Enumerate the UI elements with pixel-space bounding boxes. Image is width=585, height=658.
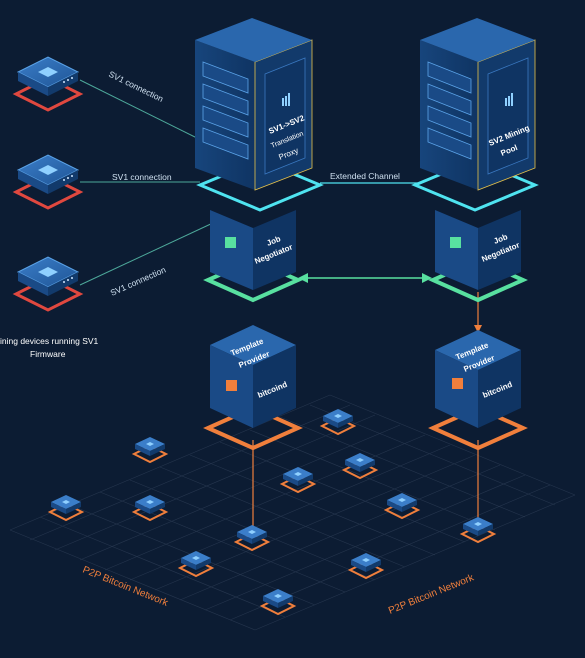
network-node bbox=[177, 551, 215, 578]
job-negotiator-proxy[interactable] bbox=[203, 210, 303, 303]
sv1-connection-label-top: SV1 connection bbox=[107, 69, 165, 104]
network-node bbox=[347, 553, 385, 580]
network-node bbox=[259, 589, 297, 616]
network-node bbox=[131, 495, 169, 522]
network-node bbox=[131, 437, 169, 464]
mining-device-bottom[interactable] bbox=[12, 256, 84, 312]
mining-device-top[interactable] bbox=[12, 56, 84, 112]
extended-channel-label: Extended Channel bbox=[330, 171, 400, 181]
template-provider-proxy[interactable] bbox=[203, 325, 303, 451]
sv1-connection-label-middle: SV1 connection bbox=[112, 172, 172, 182]
arrow-left-head bbox=[298, 273, 308, 283]
p2p-network-label-left: P2P Bitcoin Network bbox=[81, 565, 170, 610]
mining-devices-caption-line2: Firmware bbox=[30, 349, 66, 359]
sv2-mining-pool-server[interactable] bbox=[411, 18, 539, 212]
pool-to-template-arrowhead bbox=[474, 325, 482, 333]
translation-proxy-server[interactable] bbox=[195, 18, 324, 212]
mining-device-middle[interactable] bbox=[12, 154, 84, 210]
network-node bbox=[341, 453, 379, 480]
network-nodes bbox=[47, 409, 497, 616]
job-negotiator-pool[interactable] bbox=[428, 210, 528, 303]
sv1-connection-lines bbox=[79, 79, 216, 286]
p2p-network-label-right: P2P Bitcoin Network bbox=[387, 572, 476, 617]
network-node bbox=[47, 495, 85, 522]
network-node bbox=[383, 493, 421, 520]
network-node bbox=[319, 409, 357, 436]
arrow-right-head bbox=[422, 273, 432, 283]
network-node bbox=[459, 517, 497, 544]
template-provider-pool[interactable] bbox=[428, 330, 528, 451]
network-node bbox=[279, 467, 317, 494]
sv1-connection-label-bottom: SV1 connection bbox=[109, 264, 168, 297]
mining-devices-caption-line1: ining devices running SV1 bbox=[0, 336, 99, 346]
network-node bbox=[233, 525, 271, 552]
